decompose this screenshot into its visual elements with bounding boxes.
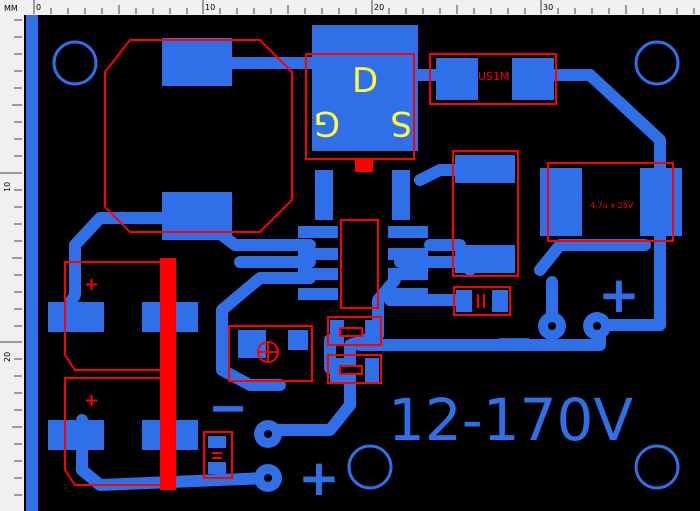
bigcap-pad-bottom <box>455 245 515 273</box>
elcap1-plus: + <box>84 274 99 295</box>
mosfet-leg-left <box>315 170 333 220</box>
capacitor-value-label: 4,7u x 25V <box>590 201 634 210</box>
cap-pad-right <box>640 168 682 236</box>
top-tick-0: 0 <box>36 3 41 12</box>
smallcap-pad-top <box>208 436 226 448</box>
diode-label: US1M <box>478 70 510 83</box>
inductor-outline <box>104 39 293 233</box>
ic-pin-3 <box>298 268 338 280</box>
cap-pad-left <box>540 168 582 236</box>
output-minus-label: − <box>494 312 534 368</box>
mounting-holes <box>52 40 680 490</box>
resistor1-pad-right <box>365 320 379 344</box>
smallcap-pad-bottom <box>208 462 226 474</box>
diode-outline <box>429 53 557 105</box>
mosfet-drain-label: D <box>352 61 378 101</box>
smdcap-symbol <box>212 294 485 459</box>
ic-pin-1 <box>298 226 338 238</box>
top-tick-10: 10 <box>205 3 215 12</box>
diode-pad-right <box>512 58 554 100</box>
ic-outline <box>340 219 379 309</box>
mounting-hole-top-right <box>634 40 680 86</box>
resistor1-pad-left <box>330 320 344 344</box>
top-ruler <box>33 0 695 14</box>
top-tick-30: 30 <box>543 3 553 12</box>
mosfet-source-label: S <box>390 103 412 143</box>
elcap2-pad-left <box>48 420 104 450</box>
input-minus-label: − <box>208 380 248 436</box>
copper-traces <box>56 57 666 491</box>
ic-pin-6 <box>388 268 428 280</box>
mosfet-leg-right <box>392 170 410 220</box>
inductor-pad-top <box>162 38 232 86</box>
left-tick-20: 20 <box>3 352 12 362</box>
smdcap-pad-left <box>456 290 472 312</box>
ic-pin-2 <box>298 248 338 260</box>
cap-outline <box>547 162 674 242</box>
resistor1-outline <box>327 316 382 346</box>
mounting-hole-bottom-right <box>634 444 680 490</box>
trimmer-pad-right <box>288 330 308 350</box>
resistor2-outline <box>327 354 382 384</box>
ground-strip <box>26 15 38 511</box>
resistor2-pad-right <box>365 358 379 382</box>
input-plus-label: + <box>298 449 340 507</box>
ic-pin-5 <box>388 288 428 300</box>
voltage-label: 12-170V <box>388 386 633 454</box>
elcap-stripe <box>160 258 176 490</box>
bigcap-outline <box>452 150 519 277</box>
elcap1-pad-left <box>48 302 104 332</box>
mounting-hole-top-left <box>52 40 98 86</box>
mounting-hole-bottom-middle <box>347 444 393 490</box>
resistor2-body <box>339 365 363 375</box>
resistor1-body <box>339 327 363 337</box>
mosfet-tab <box>355 158 373 172</box>
mosfet-gate-label: G <box>314 103 340 143</box>
elcap2-plus: + <box>84 390 99 411</box>
resistor2-pad-left <box>330 358 344 382</box>
smdcap-pad-right <box>492 290 508 312</box>
smdcap-outline <box>453 286 511 316</box>
power-terminals <box>254 312 611 492</box>
trimmer-symbol <box>257 341 279 363</box>
diode-pad-left <box>436 58 478 100</box>
bigcap-pad-top <box>455 155 515 183</box>
output-plus-label: + <box>598 266 640 324</box>
mosfet-pad <box>312 25 418 151</box>
left-tick-10: 10 <box>3 182 12 192</box>
ic-pin-7 <box>388 248 428 260</box>
top-tick-20: 20 <box>374 3 384 12</box>
elcap2-outline <box>64 377 160 486</box>
ruler-unit: MM <box>4 4 18 13</box>
trimmer-outline <box>228 325 313 382</box>
ic-pin-8 <box>388 226 428 238</box>
elcap1-outline <box>64 261 160 371</box>
smallcap-outline <box>203 431 233 479</box>
ic-pin-4 <box>298 288 338 300</box>
left-ruler <box>0 19 22 496</box>
